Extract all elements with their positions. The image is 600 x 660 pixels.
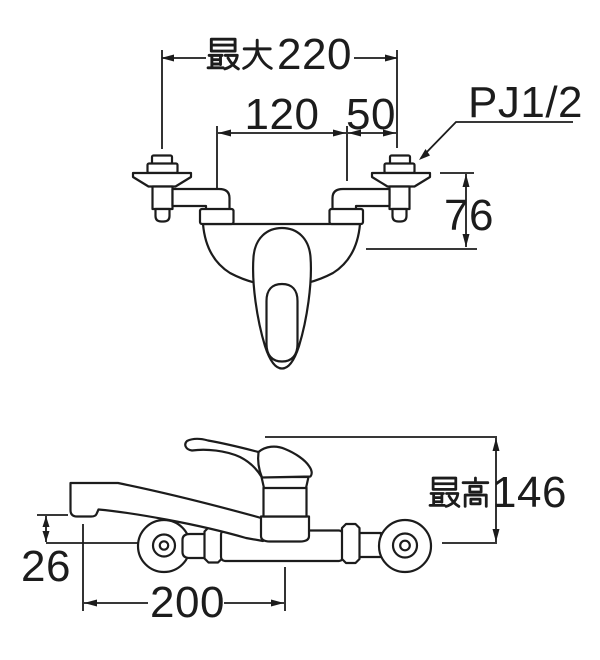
dim-value-max-height: 146 bbox=[492, 468, 567, 517]
arrowhead-right bbox=[385, 54, 398, 62]
dimension-spout-reach: 200 bbox=[82, 524, 286, 627]
right-wall-stub bbox=[357, 531, 383, 559]
dimension-left-span: 120 bbox=[218, 90, 346, 139]
arrowhead-left bbox=[218, 129, 231, 137]
dimension-right-span: 50 bbox=[346, 90, 396, 139]
neck-top-ring bbox=[260, 475, 310, 490]
arrowhead-down bbox=[42, 531, 50, 542]
right-body-joint bbox=[340, 522, 361, 565]
dimension-max-width: 220 bbox=[161, 30, 398, 79]
arrowhead-right bbox=[333, 129, 346, 137]
arrowhead-leader bbox=[419, 149, 430, 160]
spout bbox=[69, 481, 265, 543]
right-leg-pipe bbox=[388, 185, 411, 211]
lever-dome-contour bbox=[257, 450, 264, 479]
left-leg-pipe-tip bbox=[154, 207, 171, 223]
arrowhead-up bbox=[462, 174, 470, 187]
left-flange-center-hole bbox=[158, 540, 170, 551]
dimension-drop-76: 76 bbox=[366, 172, 494, 250]
left-leg-pipe bbox=[151, 185, 174, 211]
dim-value-left-span: 120 bbox=[245, 90, 320, 139]
right-mounting-nut-base bbox=[383, 162, 416, 175]
side-view: 146 26 200 bbox=[21, 436, 567, 627]
kanji-saidai bbox=[206, 37, 273, 71]
lever-handle-inner-contour bbox=[265, 282, 299, 363]
dim-value-max-width: 220 bbox=[277, 30, 352, 79]
arrowhead-down bbox=[492, 529, 500, 542]
arrowhead-right bbox=[271, 599, 284, 607]
leader-line bbox=[420, 121, 573, 159]
dim-value-drop: 76 bbox=[444, 191, 494, 240]
dim-value-spout-drop: 26 bbox=[21, 542, 71, 591]
neck-lower-section bbox=[259, 515, 311, 543]
arrowhead-up bbox=[42, 516, 50, 527]
right-wall-flange bbox=[370, 171, 432, 188]
arrowhead-left bbox=[84, 599, 97, 607]
right-leg-pipe-tip bbox=[391, 207, 408, 223]
left-mounting-nut-base bbox=[146, 162, 179, 175]
arrowhead-left bbox=[348, 129, 361, 137]
right-flange-center-hole bbox=[399, 539, 411, 552]
thread-label: PJ1/2 bbox=[468, 78, 583, 127]
left-body-joint bbox=[203, 526, 224, 564]
dim-value-spout-reach: 200 bbox=[150, 578, 225, 627]
dimension-max-height: 146 bbox=[265, 436, 567, 544]
top-view: 220 120 50 PJ1/2 76 bbox=[131, 30, 583, 370]
kanji-saikou bbox=[428, 476, 490, 508]
left-wall-stub bbox=[181, 532, 207, 560]
dim-value-right-span: 50 bbox=[346, 90, 396, 139]
arrowhead-left bbox=[161, 54, 174, 62]
right-inlet-nut bbox=[328, 207, 365, 226]
arrowhead-right bbox=[383, 129, 396, 137]
left-wall-flange bbox=[131, 171, 193, 188]
left-crank-arm bbox=[171, 187, 231, 211]
left-inlet-nut bbox=[198, 207, 235, 226]
neck-mid-section bbox=[262, 486, 308, 518]
lever-handle-side-view bbox=[184, 437, 313, 479]
right-crank-arm bbox=[331, 187, 391, 211]
arrowhead-down bbox=[462, 234, 470, 247]
dimension-spout-drop: 26 bbox=[21, 514, 139, 591]
arrowhead-up bbox=[492, 438, 500, 451]
thread-callout: PJ1/2 bbox=[419, 78, 583, 160]
